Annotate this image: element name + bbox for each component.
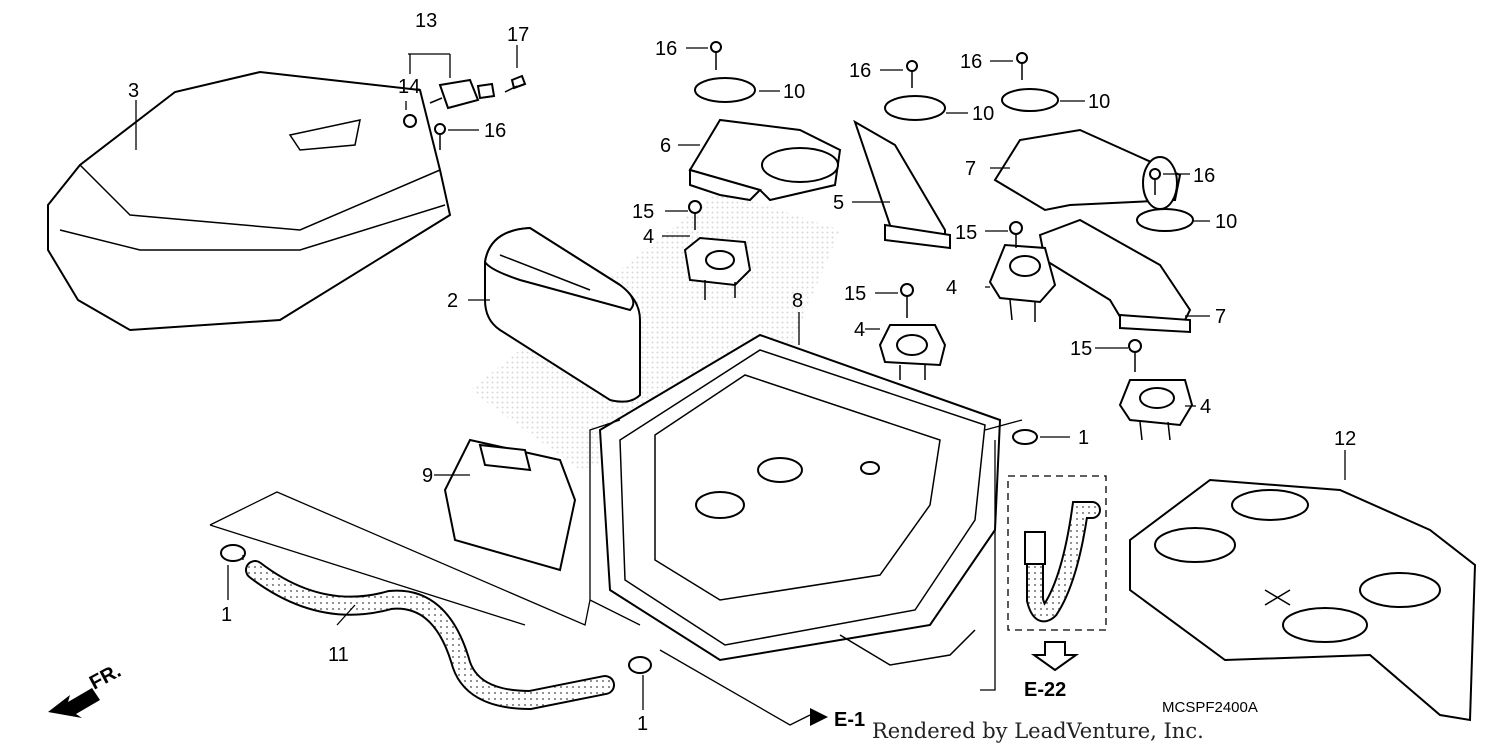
reference-arrow-e1	[810, 708, 828, 726]
callout-4-b: 4	[946, 277, 957, 299]
callout-1-right: 1	[1078, 427, 1089, 449]
callout-1-left: 1	[221, 604, 232, 626]
callout-16-b: 16	[849, 60, 871, 82]
callout-4-d: 4	[1200, 396, 1211, 418]
callout-13: 13	[415, 10, 437, 32]
callout-4-c: 4	[854, 319, 865, 341]
callout-15-b: 15	[955, 222, 977, 244]
callout-9: 9	[422, 465, 433, 487]
breather-hose	[1024, 501, 1101, 623]
drawing-code: MCSPF2400A	[1162, 699, 1258, 716]
callout-7-lower: 7	[1215, 306, 1226, 328]
callout-10-c: 10	[1088, 91, 1110, 113]
callout-16-c: 16	[960, 51, 982, 73]
clamp-icons	[694, 77, 1194, 232]
callout-10-d: 10	[1215, 211, 1237, 233]
reference-arrow-e22	[1030, 641, 1080, 672]
intake-duct-5	[853, 119, 951, 250]
callout-2: 2	[447, 290, 458, 312]
callout-10-b: 10	[972, 103, 994, 125]
intake-air-temp-sensor	[403, 53, 527, 128]
callout-12: 12	[1334, 428, 1356, 450]
callout-7-upper: 7	[965, 158, 976, 180]
callout-15-d: 15	[1070, 338, 1092, 360]
callout-11: 11	[328, 644, 349, 666]
insulator-4-d	[1118, 379, 1194, 441]
callout-10-a: 10	[783, 81, 805, 103]
intake-duct-7-lower	[1038, 218, 1192, 334]
callout-16-d: 16	[1193, 165, 1215, 187]
air-cleaner-case	[598, 312, 1002, 666]
reference-e22: E-22	[1024, 679, 1066, 701]
air-cleaner-cover	[47, 70, 452, 332]
callout-17: 17	[507, 24, 529, 46]
callout-5: 5	[833, 192, 844, 214]
insulator-4-a	[683, 236, 752, 300]
insulator-4-c	[878, 324, 947, 380]
callout-6: 6	[660, 135, 671, 157]
drain-hose-11	[245, 560, 615, 711]
assembly-outline	[209, 419, 1107, 726]
leader-lines	[227, 45, 1346, 710]
bolt-icons	[434, 41, 1161, 372]
intake-funnel	[443, 438, 577, 572]
callout-3: 3	[128, 80, 139, 102]
callout-8: 8	[792, 290, 803, 312]
reference-e1: E-1	[834, 709, 865, 731]
air-filter-element	[483, 226, 641, 403]
callout-labels: 1 1 1 2 3 4 4 4 4 5 6 7 7 8 9 10 10 10 1…	[128, 10, 1356, 735]
callout-16-e: 16	[484, 120, 506, 142]
callout-16-a: 16	[655, 38, 677, 60]
hose-clip-icons	[220, 429, 1038, 674]
render-credit: Rendered by LeadVenture, Inc.	[872, 719, 1204, 743]
callout-1-bottom: 1	[637, 713, 648, 735]
callout-4-a: 4	[643, 226, 654, 248]
front-direction-arrow	[48, 688, 100, 718]
heat-guard-plate-12	[1129, 478, 1477, 722]
callout-15-c: 15	[844, 283, 866, 305]
intake-duct-6	[688, 118, 842, 202]
callout-14: 14	[398, 76, 420, 98]
insulator-4-b	[988, 243, 1057, 322]
callout-15-a: 15	[632, 201, 654, 223]
